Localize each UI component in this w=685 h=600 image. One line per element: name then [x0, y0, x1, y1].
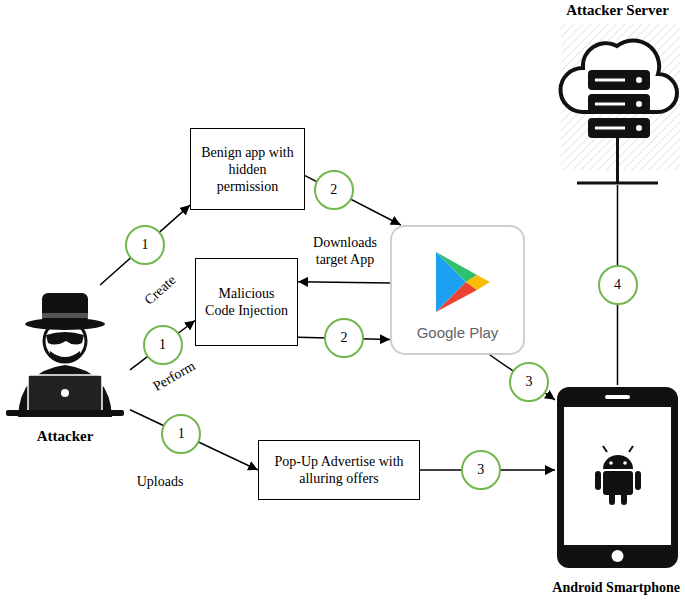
server-icon — [561, 24, 680, 183]
callout-number: 1 — [125, 225, 165, 265]
node-label: Attacker Server — [555, 2, 680, 19]
process-box: Malicious Code Injection — [195, 258, 298, 346]
process-box: Benign app with hidden permission — [190, 128, 305, 210]
edge-label: Downloads target App — [302, 234, 388, 268]
connector-arrow — [298, 282, 390, 283]
attacker-icon — [6, 293, 124, 417]
google-play-icon — [391, 226, 524, 354]
attacker-node: Attacker — [0, 285, 130, 445]
edge-label: Create — [141, 271, 180, 308]
edge-label: Uploads — [137, 473, 184, 490]
smartphone-node: Android Smartphone — [555, 385, 680, 570]
callout-number: 2 — [324, 318, 364, 358]
google-play-node: Google Play — [390, 225, 525, 355]
phone-icon — [557, 387, 678, 568]
callout-number: 4 — [598, 265, 638, 305]
box-text: Malicious Code Injection — [204, 285, 289, 319]
node-label: Attacker — [0, 428, 130, 445]
node-label: Android Smartphone — [552, 579, 680, 596]
callout-number: 1 — [161, 414, 201, 454]
box-text: Benign app with hidden permission — [199, 144, 296, 195]
server-node: Attacker Server — [555, 0, 680, 185]
connector-arrow — [130, 410, 258, 470]
node-label: Google Play — [390, 324, 525, 341]
callout-number: 2 — [314, 170, 354, 210]
process-box: Pop-Up Advertise with alluring offers — [258, 440, 420, 500]
box-text: Pop-Up Advertise with alluring offers — [267, 453, 411, 487]
connector-arrow — [100, 205, 190, 285]
callout-number: 3 — [509, 362, 549, 402]
callout-number: 3 — [461, 450, 501, 490]
callout-number: 1 — [143, 325, 183, 365]
